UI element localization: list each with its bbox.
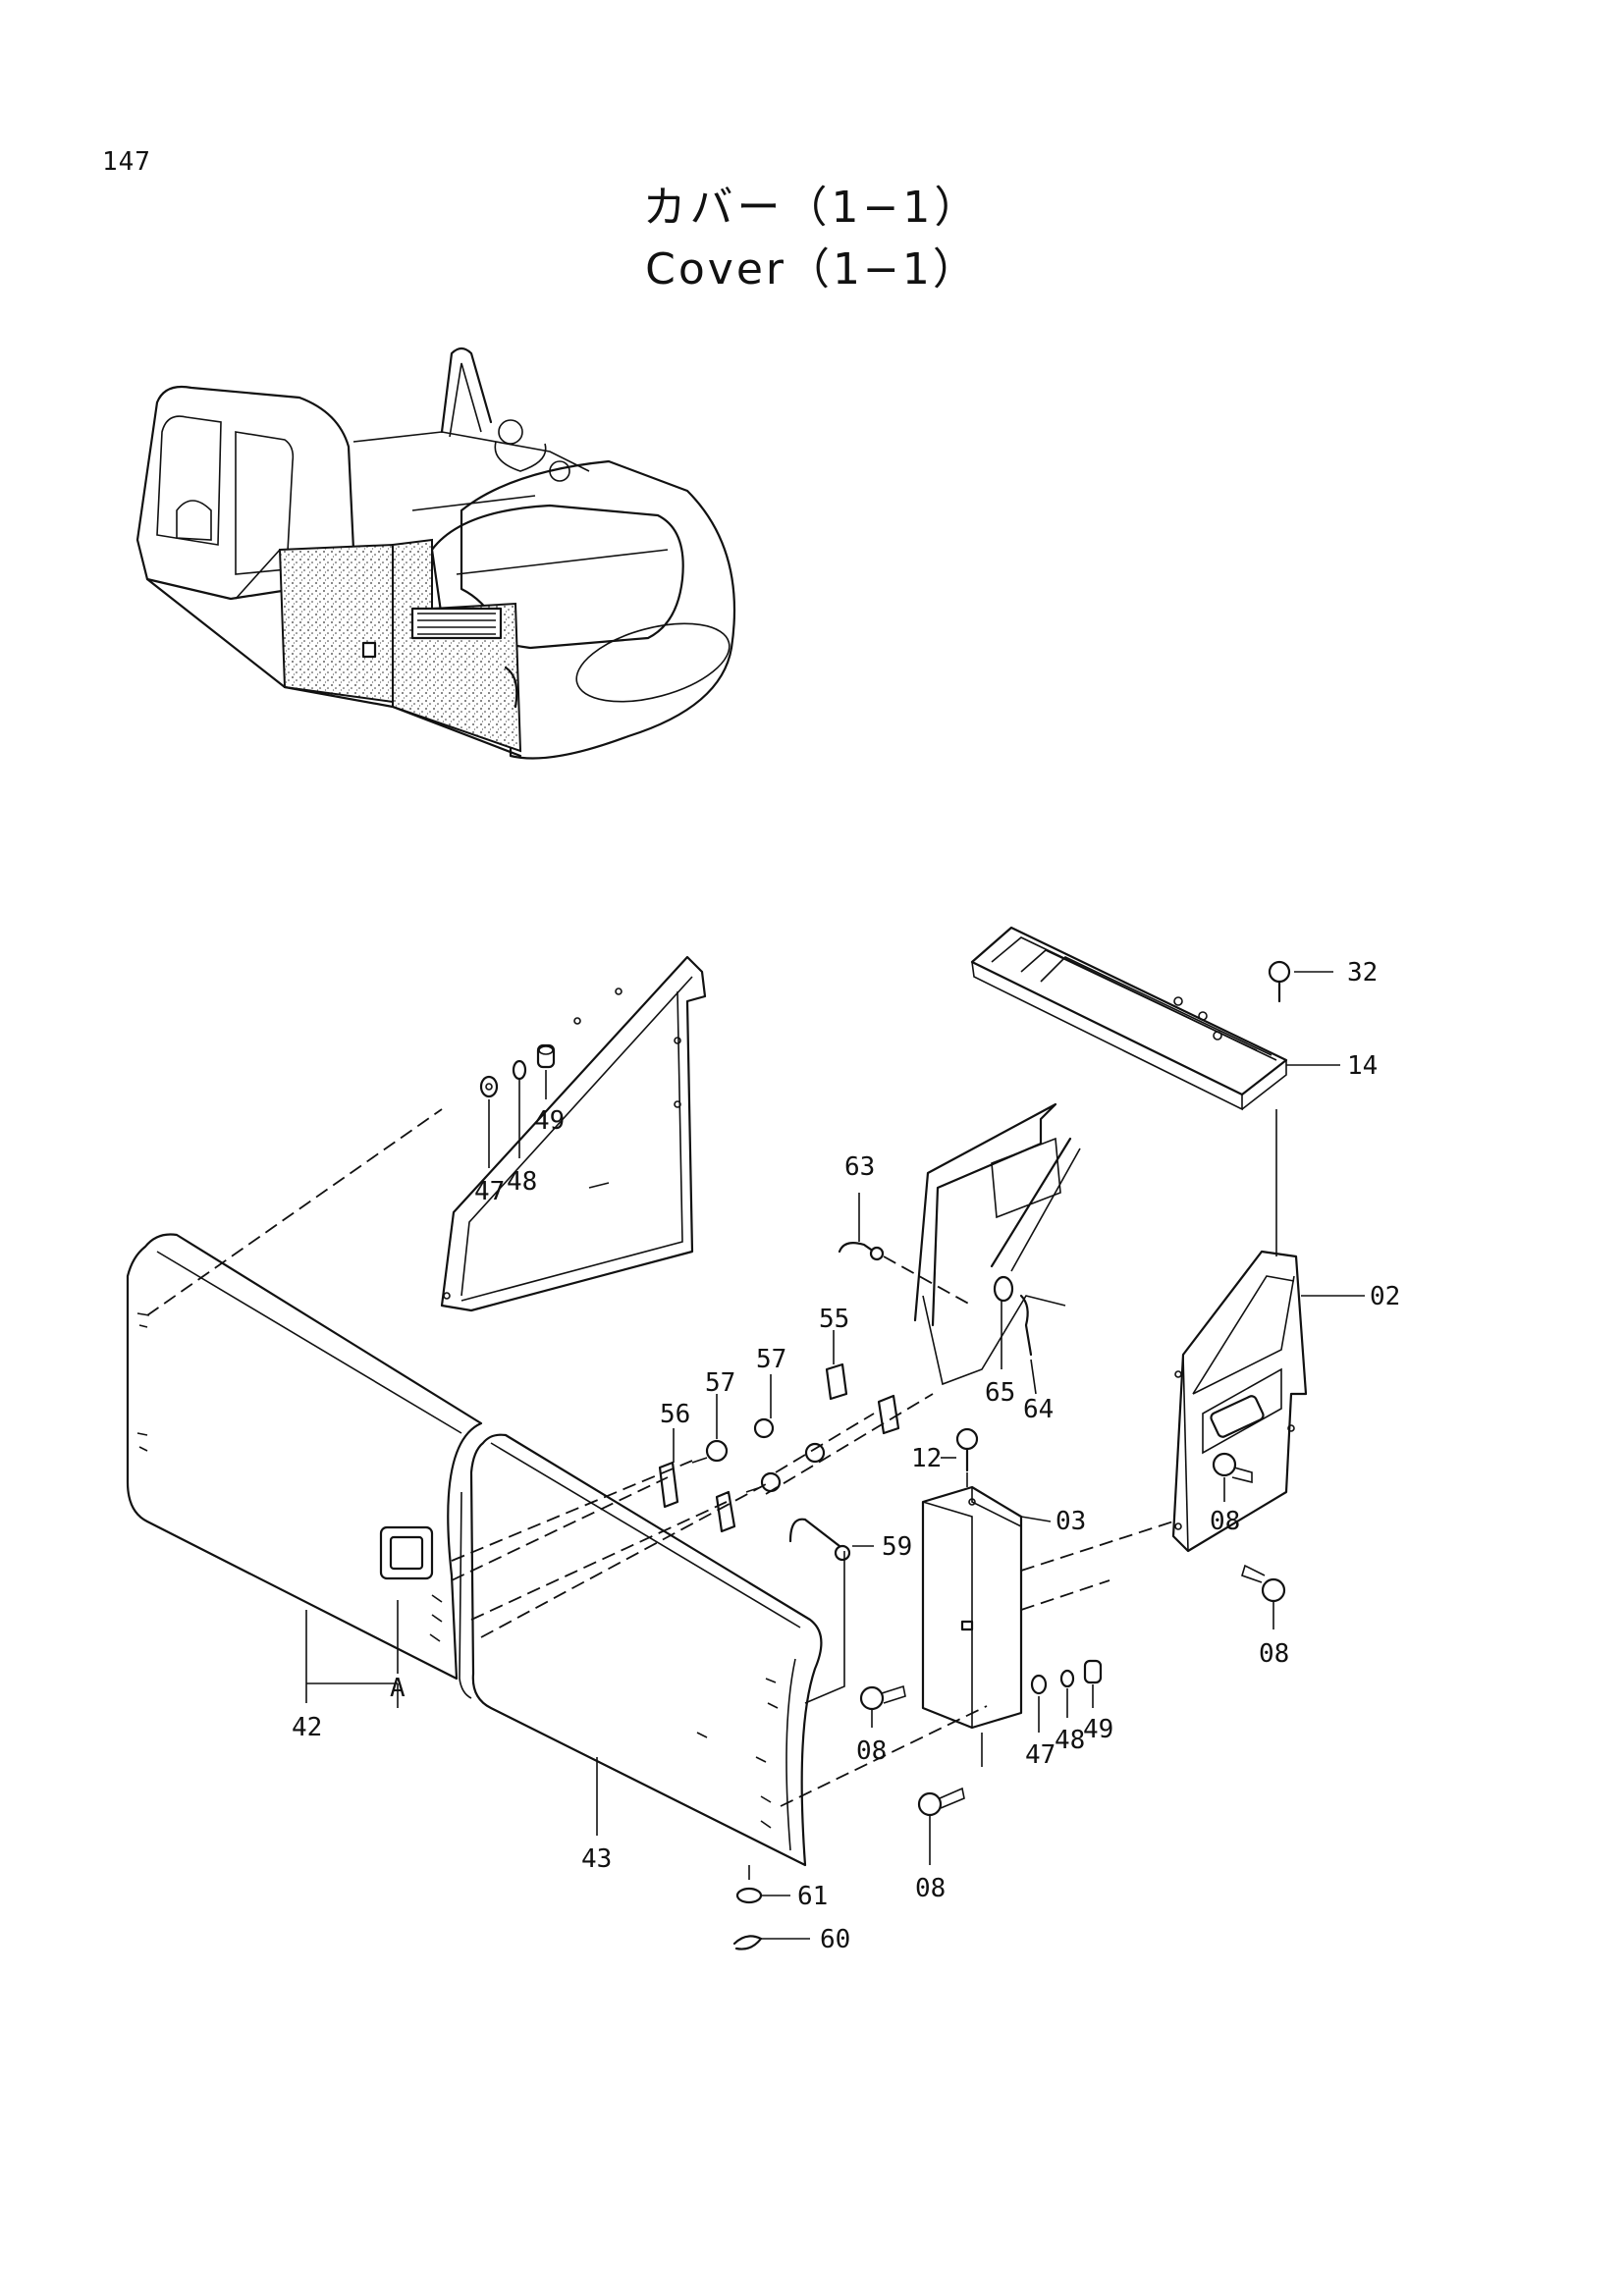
callout-08-right: 08 [1259,1639,1289,1669]
callout-48-lower: 48 [1055,1726,1085,1755]
callout-43: 43 [581,1844,612,1874]
left-door-panel-42 [126,1233,483,1681]
callout-14: 14 [1347,1051,1378,1081]
callout-08-center: 08 [856,1736,887,1766]
right-door-panel-43 [459,1433,823,1867]
callout-47-upper: 47 [474,1177,505,1206]
callout-32: 32 [1347,958,1378,988]
callout-12: 12 [911,1444,942,1473]
title-japanese: カバー（1−1） [642,183,982,233]
callout-42: 42 [292,1713,322,1742]
callout-47-lower: 47 [1025,1740,1056,1770]
callout-60: 60 [820,1925,850,1954]
side-bracket-panel [913,1102,1081,1386]
callout-57-right: 57 [756,1345,786,1374]
top-cover-14 [970,926,1291,1111]
callout-02: 02 [1370,1282,1400,1311]
callout-48-upper: 48 [507,1167,537,1197]
assembly-lines [146,1108,1277,1880]
callout-64: 64 [1023,1395,1054,1424]
callout-49-upper: 49 [534,1106,565,1136]
callout-61: 61 [797,1882,828,1911]
partition-plate-03 [921,1485,1023,1730]
page-number: 147 [102,147,151,177]
callout-49-lower: 49 [1083,1715,1113,1744]
callout-59: 59 [882,1532,912,1562]
callout-08-upper: 08 [1210,1507,1240,1536]
callout-57-left: 57 [705,1368,735,1398]
excavator-overview-illustration [135,347,736,760]
lower-hardware [732,1427,1103,1950]
callout-65: 65 [985,1378,1015,1408]
callout-56: 56 [660,1400,690,1429]
callout-63: 63 [844,1152,875,1182]
callout-55: 55 [819,1305,849,1334]
inner-frame-panel [440,955,707,1312]
callout-08-lower: 08 [915,1874,946,1903]
leader-lines [305,971,1365,1940]
latch-brackets-and-bolts [658,1242,900,1562]
callout-03: 03 [1056,1507,1086,1536]
callout-A: A [390,1674,406,1703]
side-support-02 [1171,1250,1308,1603]
title-english: Cover（1−1） [645,244,979,294]
